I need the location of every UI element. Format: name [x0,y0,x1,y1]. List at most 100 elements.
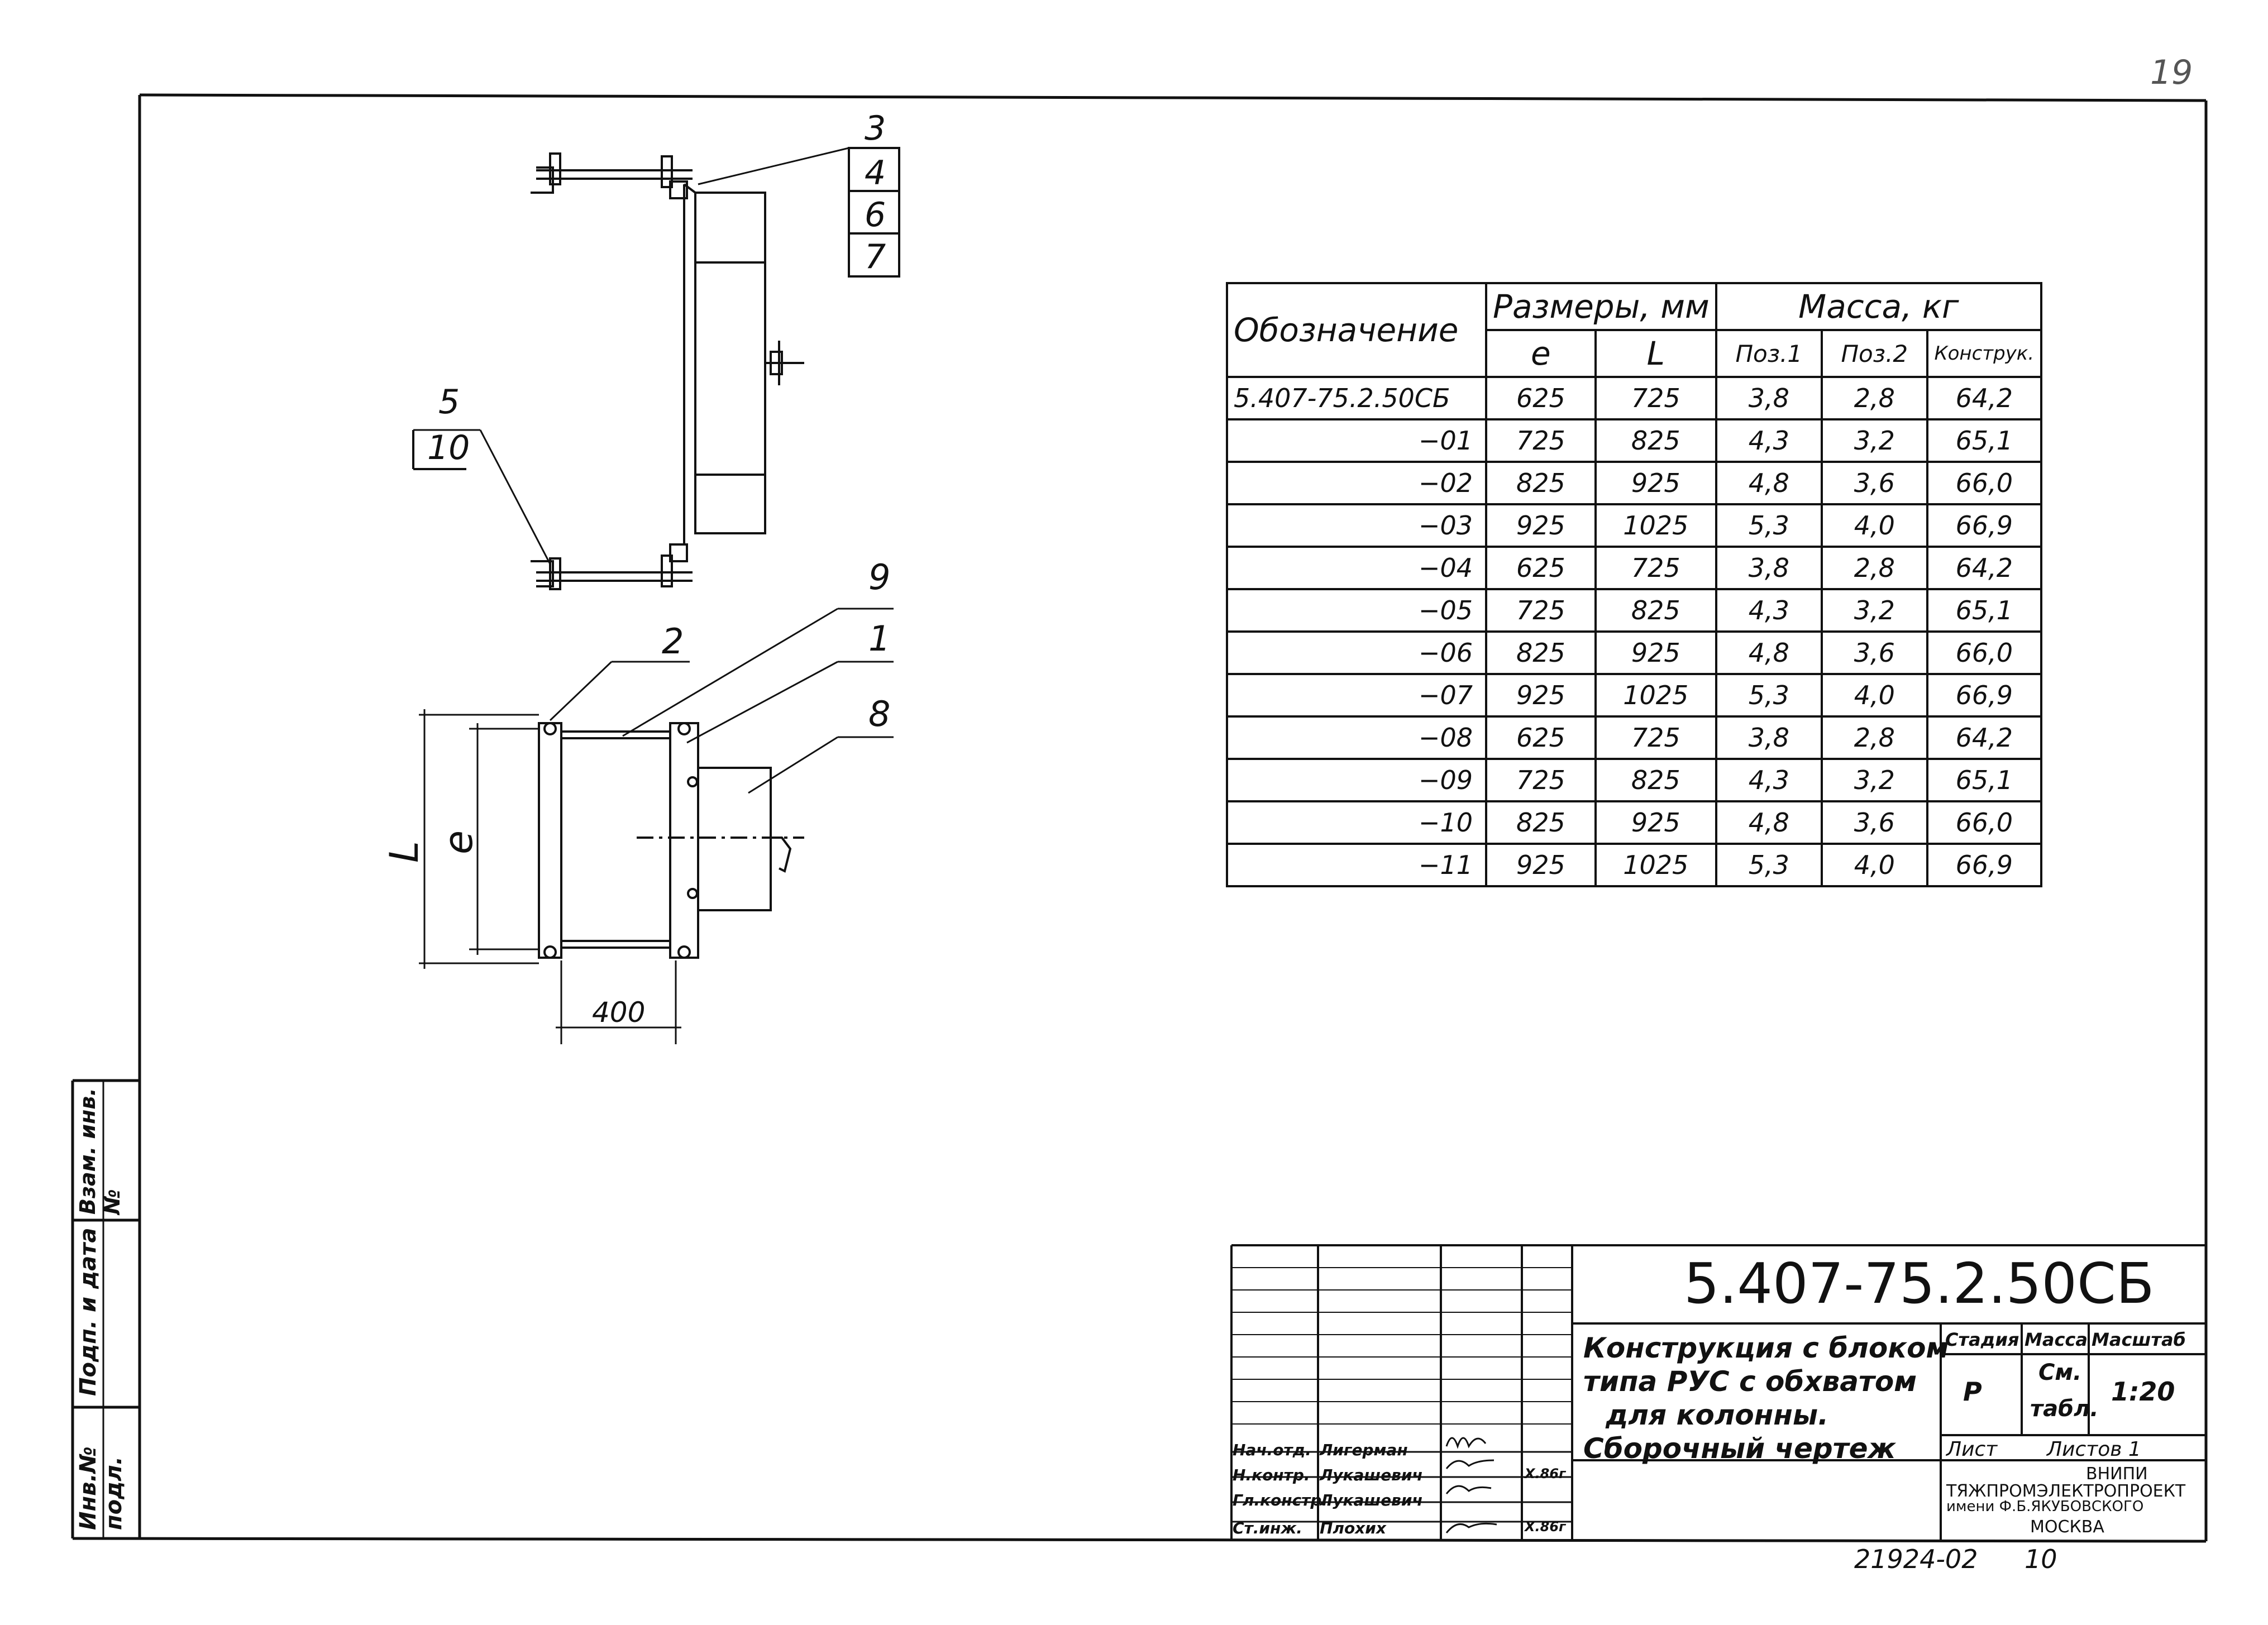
role-role: Нач.отд. [1233,1441,1311,1459]
cell-pos1: 4,8 [1715,461,1823,505]
cell-e: 925 [1485,673,1597,718]
header-designation: Обозначение [1226,282,1487,378]
callout-1: 1 [868,618,890,659]
dim-e-label: e [436,830,481,854]
cell-e: 725 [1485,418,1597,463]
cell-pos2: 4,0 [1820,503,1928,548]
stage-value: Р [1963,1377,1982,1407]
cell-e: 625 [1485,715,1597,760]
cell-designation: −09 [1226,758,1487,802]
cell-designation: −06 [1226,630,1487,675]
scale-value: 1:20 [2111,1377,2175,1407]
cell-e: 725 [1485,758,1597,802]
cell-L: 925 [1594,461,1717,505]
cell-constr: 64,2 [1926,715,2042,760]
header-mass: Масса, кг [1715,282,2042,331]
top-view-drawing [413,147,849,590]
cell-constr: 66,0 [1926,630,2042,675]
cell-constr: 64,2 [1926,546,2042,590]
dim-400-label: 400 [592,996,645,1029]
cell-constr: 66,9 [1926,673,2042,718]
stamp-inv-replace: Взам. инв.№ [75,1088,125,1215]
cell-e: 725 [1485,588,1597,633]
role-date: X.86г [1525,1466,1566,1481]
cell-designation: −08 [1226,715,1487,760]
callout-3: 3 [865,109,886,148]
spec-table: Обозначение Размеры, мм Масса, кг e L По… [1226,282,2042,887]
cell-pos1: 5,3 [1715,503,1823,548]
callout-6: 6 [865,195,886,235]
header-L: L [1594,329,1717,378]
cell-pos1: 4,3 [1715,588,1823,633]
cell-pos1: 3,8 [1715,376,1823,420]
cell-pos1: 5,3 [1715,843,1823,887]
doc-code: 5.407-75.2.50СБ [1684,1251,2155,1316]
cell-pos1: 3,8 [1715,715,1823,760]
cell-pos1: 5,3 [1715,673,1823,718]
cell-pos1: 4,3 [1715,758,1823,802]
cell-L: 725 [1594,376,1717,420]
cell-pos2: 2,8 [1820,376,1928,420]
cell-designation: −02 [1226,461,1487,505]
title-block: 5.407-75.2.50СБ Конструкция с блоком тип… [1231,1245,2206,1541]
callout-8: 8 [868,694,890,734]
cell-designation: −11 [1226,843,1487,887]
cell-L: 725 [1594,715,1717,760]
role-name: Лукашевич [1320,1491,1423,1509]
cell-L: 925 [1594,800,1717,845]
cell-e: 825 [1485,630,1597,675]
cell-L: 825 [1594,418,1717,463]
mass-value-2: табл. [2030,1396,2099,1422]
cell-L: 725 [1594,546,1717,590]
signatures [1445,1437,1497,1533]
cell-L: 1025 [1594,673,1717,718]
cell-e: 825 [1485,800,1597,845]
cell-e: 925 [1485,843,1597,887]
header-constr: Конструк. [1926,329,2042,378]
scale-label: Масштаб [2092,1329,2186,1350]
title-line-4: Сборочный чертеж [1583,1432,1896,1465]
cell-designation: −01 [1226,418,1487,463]
page-number: 19 [2150,53,2193,92]
side-view-drawing [419,608,894,1044]
cell-constr: 65,1 [1926,588,2042,633]
cell-designation: −03 [1226,503,1487,548]
stamp-inv-orig: Инв.№ подл. [75,1446,127,1530]
cell-designation: −10 [1226,800,1487,845]
cell-L: 825 [1594,758,1717,802]
callout-2: 2 [662,621,684,662]
cell-constr: 65,1 [1926,418,2042,463]
cell-e: 625 [1485,376,1597,420]
footer-page: 10 [2025,1544,2057,1574]
cell-designation: −05 [1226,588,1487,633]
cell-constr: 66,9 [1926,503,2042,548]
cell-constr: 65,1 [1926,758,2042,802]
org-line-1: ВНИПИ [2086,1464,2148,1484]
title-line-1: Конструкция с блоком [1583,1332,1949,1364]
stage-label: Стадия [1945,1329,2019,1350]
cell-pos2: 3,6 [1820,630,1928,675]
cell-L: 1025 [1594,503,1717,548]
cell-constr: 66,0 [1926,461,2042,505]
cell-designation: −04 [1226,546,1487,590]
role-role: Гл.констр. [1233,1491,1328,1509]
header-pos2: Поз.2 [1820,329,1928,378]
archive-number: 21924-02 [1854,1544,1978,1574]
cell-pos2: 2,8 [1820,546,1928,590]
cell-pos1: 3,8 [1715,546,1823,590]
role-role: Ст.инж. [1233,1519,1302,1537]
callout-4: 4 [865,154,886,193]
cell-designation: 5.407-75.2.50СБ [1226,376,1487,420]
header-e: e [1485,329,1597,378]
cell-pos2: 2,8 [1820,715,1928,760]
sheets-label: Листов 1 [2047,1438,2141,1461]
sheet-label: Лист [1946,1438,1998,1461]
